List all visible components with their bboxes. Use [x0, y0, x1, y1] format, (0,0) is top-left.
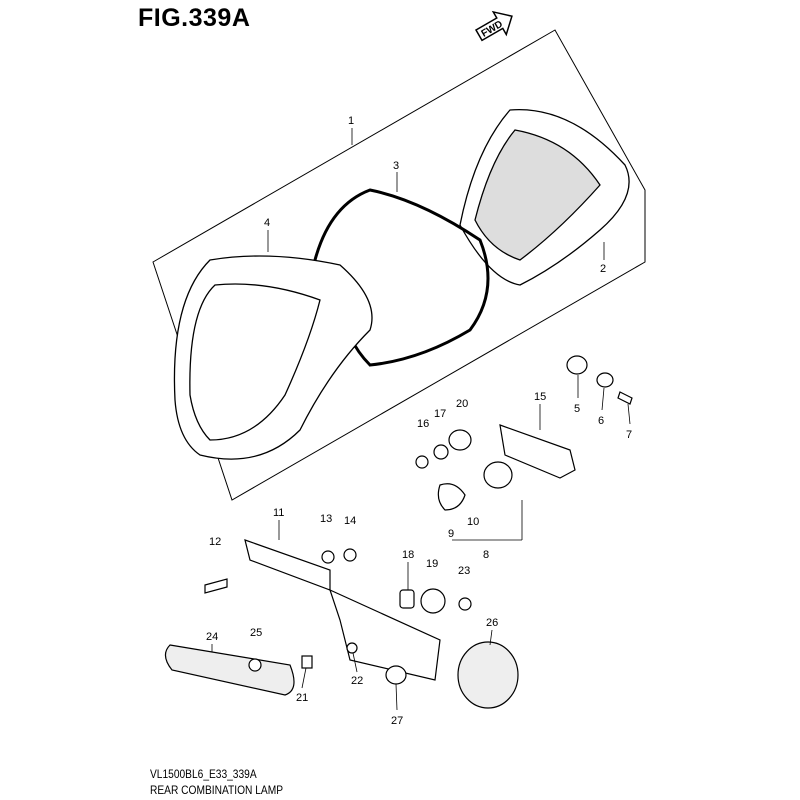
callout-13: 13: [320, 513, 332, 525]
diagram-code: VL1500BL6_E33_339A: [150, 767, 257, 781]
callout-6: 6: [598, 415, 604, 427]
callout-8: 8: [483, 549, 489, 561]
small-parts: [164, 355, 633, 709]
leader-lines: [211, 128, 631, 711]
callout-2: 2: [600, 263, 606, 275]
callout-21: 21: [296, 692, 308, 704]
callout-15: 15: [534, 391, 546, 403]
callout-7: 7: [626, 429, 632, 441]
callout-25: 25: [250, 627, 262, 639]
diagram-name: REAR COMBINATION LAMP: [150, 783, 283, 797]
callout-14: 14: [344, 515, 356, 527]
callout-16: 16: [417, 418, 429, 430]
callout-18: 18: [402, 549, 414, 561]
callout-12: 12: [209, 536, 221, 548]
callout-26: 26: [486, 617, 498, 629]
lamp-housing: [173, 255, 373, 460]
callout-9: 9: [448, 528, 454, 540]
figure-title: FIG.339A: [138, 4, 251, 32]
callout-17: 17: [434, 408, 446, 420]
callout-24: 24: [206, 631, 218, 643]
callout-22: 22: [351, 675, 363, 687]
callout-1: 1: [348, 115, 354, 127]
fwd-arrow-icon: FWD: [474, 10, 513, 42]
callout-10: 10: [467, 516, 479, 528]
callout-11: 11: [273, 507, 284, 519]
fwd-label: FWD: [480, 19, 505, 40]
assembly-frame: [152, 29, 646, 501]
lamp-lens: [459, 108, 630, 286]
callout-4: 4: [264, 217, 270, 229]
callout-27: 27: [391, 715, 403, 727]
callout-labels: 1 2 3 4 5 6 7 8 9 10 11 12 13 14 15 16 1…: [206, 115, 632, 727]
callout-19: 19: [426, 558, 438, 570]
callout-3: 3: [393, 160, 399, 172]
lamp-gasket: [313, 188, 490, 367]
callout-23: 23: [458, 565, 470, 577]
callout-5: 5: [574, 403, 580, 415]
callout-20: 20: [456, 398, 468, 410]
